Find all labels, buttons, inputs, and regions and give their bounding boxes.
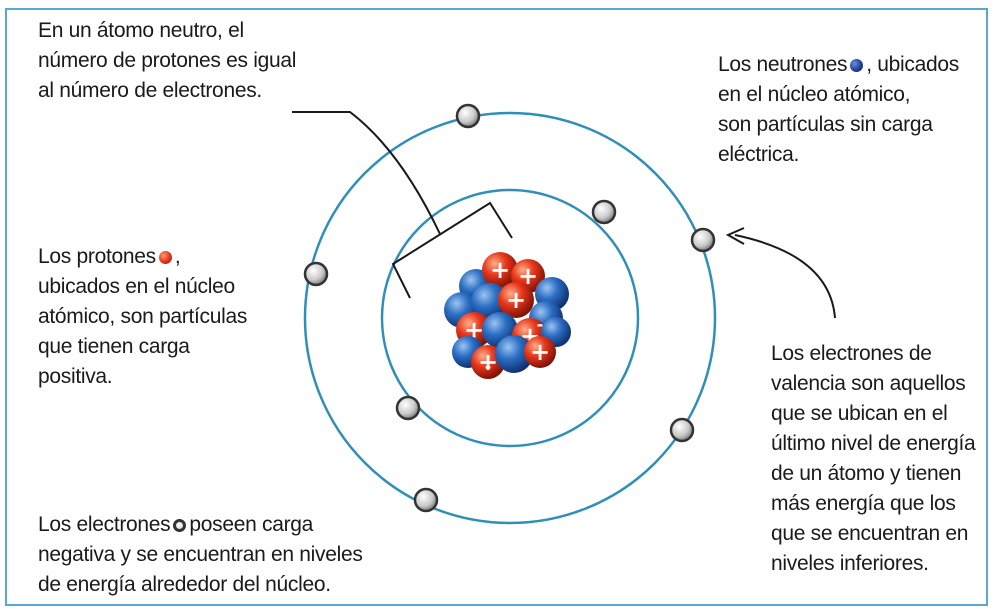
proton bbox=[498, 282, 534, 318]
proton-sign: + bbox=[530, 338, 550, 366]
electron bbox=[690, 227, 716, 253]
valence-line-8: niveles inferiores. bbox=[771, 552, 929, 575]
nucleus: +++++++-- bbox=[444, 252, 571, 379]
proton-sign: + bbox=[518, 262, 538, 290]
electron-dot-icon bbox=[173, 518, 187, 532]
proton-sign: + bbox=[506, 286, 526, 314]
neutron-dot-icon bbox=[850, 58, 864, 72]
electron bbox=[413, 487, 439, 513]
arrow-head-icon bbox=[725, 227, 745, 245]
electrons bbox=[303, 103, 716, 513]
electrons-line-1-after: poseen carga bbox=[189, 513, 314, 536]
protons-line-1-before: Los protones bbox=[38, 245, 156, 268]
valence-label: Los electrones de valencia son aquellos … bbox=[771, 339, 976, 579]
neutrons-line-1-after: , ubicados bbox=[866, 53, 959, 76]
neutrons-line-1-before: Los neutrones bbox=[718, 53, 848, 76]
proton bbox=[482, 252, 518, 288]
neutrons-line-1: Los neutrones , ubicados bbox=[718, 50, 959, 80]
valence-line-7: que se encuentran en bbox=[771, 522, 969, 545]
neutron bbox=[495, 335, 533, 373]
electrons-line-1: Los electrones poseen carga bbox=[38, 510, 363, 540]
electrons-line-1-before: Los electrones bbox=[38, 513, 171, 536]
electron bbox=[669, 417, 695, 443]
neutral-atom-line-1: En un átomo neutro, el bbox=[38, 19, 244, 42]
pointer-line-neutral bbox=[292, 111, 441, 235]
proton-sign: + bbox=[490, 256, 510, 284]
bracket-nucleus bbox=[391, 201, 513, 299]
electrons-line-2: negativa y se encuentran en niveles bbox=[38, 543, 363, 566]
valence-line-5: de un átomo y tienen bbox=[771, 462, 962, 485]
pointer-line-valence bbox=[734, 234, 836, 319]
protons-line-5: positiva. bbox=[38, 365, 113, 388]
proton bbox=[524, 336, 556, 368]
electron bbox=[455, 103, 481, 129]
valence-line-2: valencia son aquellos bbox=[771, 372, 966, 395]
neutrons-line-4: eléctrica. bbox=[718, 143, 800, 166]
neutrons-line-3: son partículas sin carga bbox=[718, 113, 933, 136]
electrons-line-3: de energía alrededor del núcleo. bbox=[38, 573, 331, 596]
electron-sign: - bbox=[537, 315, 544, 334]
inner-orbit bbox=[380, 188, 640, 448]
electron bbox=[303, 261, 329, 287]
protons-line-2: ubicados en el núcleo bbox=[38, 275, 235, 298]
protons-line-4: que tienen carga bbox=[38, 335, 190, 358]
protons-line-3: atómico, son partículas bbox=[38, 305, 248, 328]
electrons-label: Los electrones poseen carga negativa y se… bbox=[38, 510, 363, 600]
electron bbox=[395, 395, 421, 421]
outer-orbit bbox=[303, 111, 717, 525]
neutrons-label: Los neutrones , ubicados en el núcleo ató… bbox=[718, 50, 959, 170]
protons-label: Los protones, ubicados en el núcleo atóm… bbox=[38, 242, 247, 392]
neutrons-line-2: en el núcleo atómico, bbox=[718, 83, 911, 106]
protons-line-1: Los protones, bbox=[38, 242, 247, 272]
proton-dot-icon bbox=[158, 250, 172, 264]
valence-line-6: más energía que los bbox=[771, 492, 956, 515]
neutral-atom-label: En un átomo neutro, el número de protone… bbox=[38, 16, 296, 106]
electron-sign: - bbox=[485, 357, 492, 376]
neutron bbox=[471, 283, 509, 321]
valence-line-1: Los electrones de bbox=[771, 342, 932, 365]
protons-line-1-after: , bbox=[174, 245, 181, 268]
proton-sign: + bbox=[478, 348, 498, 376]
electron bbox=[591, 199, 617, 225]
valence-line-4: último nivel de energía bbox=[771, 432, 976, 455]
valence-line-3: que se ubican en el bbox=[771, 402, 948, 425]
neutral-atom-line-3: al número de electrones. bbox=[38, 79, 262, 102]
neutral-atom-line-2: número de protones es igual bbox=[38, 49, 297, 72]
